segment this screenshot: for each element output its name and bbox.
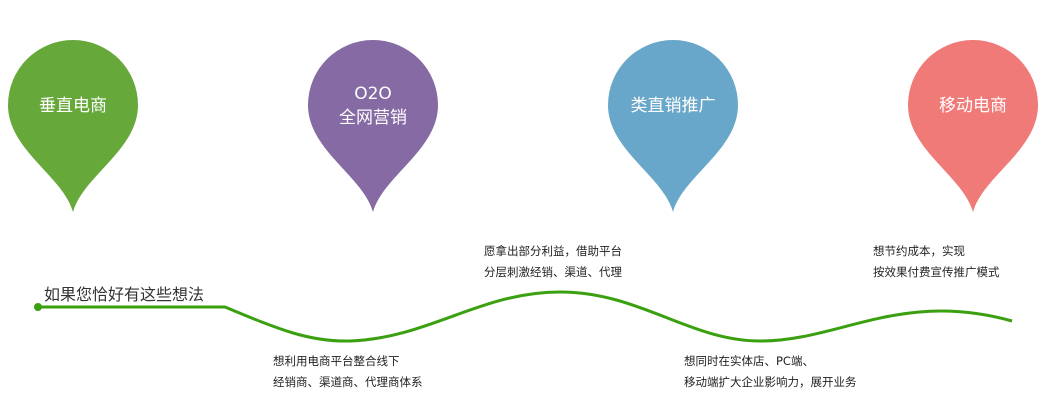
- pin-label: 全网营销: [339, 108, 407, 128]
- timeline-start-dot: [34, 303, 42, 311]
- pin-label: 类直销推广: [630, 96, 716, 116]
- note-line: 经销商、渠道商、代理商体系: [273, 375, 423, 389]
- note-3: 想同时在实体店、PC端、移动端扩大企业影响力，展开业务: [684, 351, 857, 393]
- note-line: 想节约成本，实现: [873, 244, 965, 258]
- note-line: 移动端扩大企业影响力，展开业务: [684, 375, 857, 389]
- note-line: 想利用电商平台整合线下: [273, 354, 400, 368]
- timeline-title: 如果您恰好有这些想法: [44, 285, 205, 304]
- pin-direct-sales: 类直销推广: [607, 38, 739, 213]
- pin-mobile-ecommerce: 移动电商: [907, 38, 1039, 213]
- note-4: 想节约成本，实现按效果付费宣传推广模式: [873, 241, 1000, 283]
- pin-label: 移动电商: [939, 96, 1007, 116]
- pin-o2o: O2O 全网营销: [307, 38, 439, 213]
- note-1: 想利用电商平台整合线下经销商、渠道商、代理商体系: [273, 351, 423, 393]
- pin-vertical-ecommerce: 垂直电商: [7, 38, 139, 213]
- note-2: 愿拿出部分利益，借助平台分层刺激经销、渠道、代理: [484, 241, 622, 283]
- pin-label: 垂直电商: [39, 96, 107, 116]
- note-line: 愿拿出部分利益，借助平台: [484, 244, 622, 258]
- note-line: 分层刺激经销、渠道、代理: [484, 265, 622, 279]
- note-line: 按效果付费宣传推广模式: [873, 265, 1000, 279]
- note-line: 想同时在实体店、PC端、: [684, 354, 814, 368]
- pin-label: O2O: [354, 84, 392, 104]
